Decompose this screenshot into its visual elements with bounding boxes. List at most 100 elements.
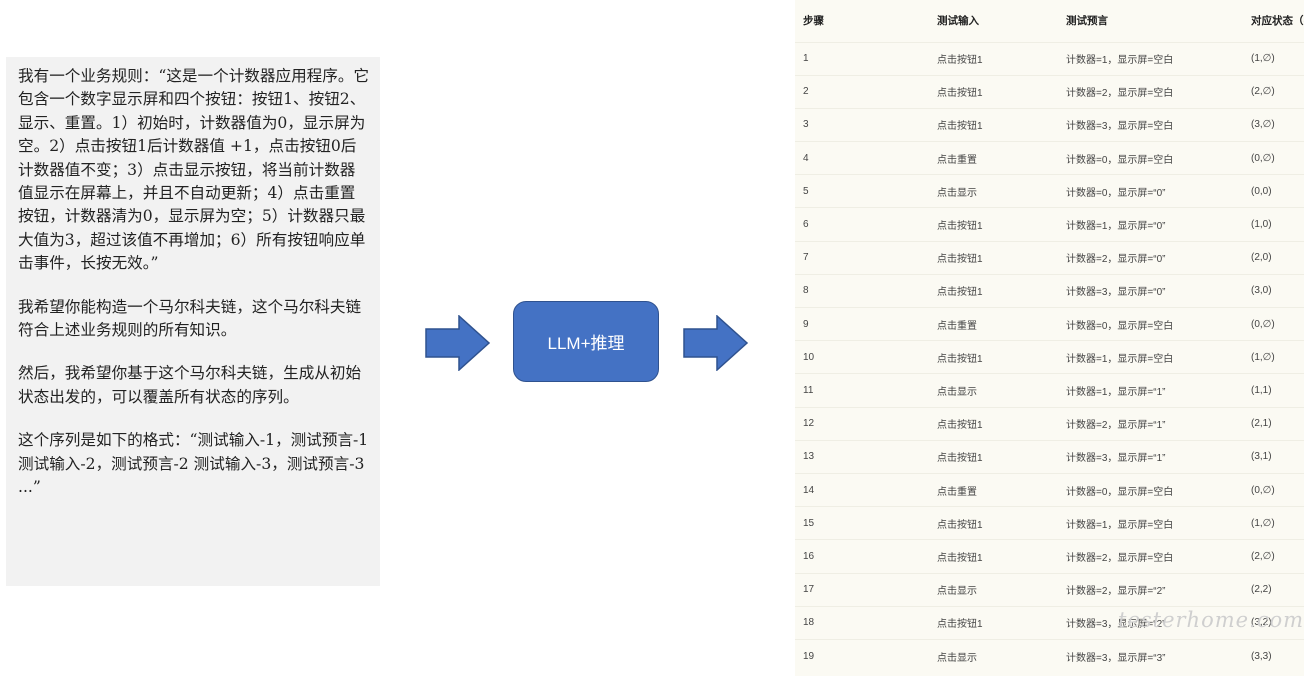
cell-state: (3,1) — [1251, 451, 1272, 463]
cell-test-input: 点击按钮1 — [937, 552, 983, 564]
cell-test-input: 点击按钮1 — [937, 121, 983, 133]
table-row: 6 点击按钮1 计数器=1，显示屏=“0” (1,0) — [795, 207, 1304, 241]
cell-step: 11 — [803, 384, 814, 396]
cell-state: (1,1) — [1251, 384, 1272, 396]
cell-test-input: 点击显示 — [937, 586, 977, 598]
cell-step: 8 — [803, 285, 809, 297]
table-row: 14 点击重置 计数器=0，显示屏=空白 (0,∅) — [795, 473, 1304, 506]
cell-test-oracle: 计数器=2，显示屏=“1” — [1066, 420, 1166, 432]
cell-test-input: 点击按钮1 — [937, 353, 983, 365]
cell-state: (0,∅) — [1251, 318, 1275, 330]
right-arrow-icon — [683, 315, 749, 371]
prompt-paragraph: 然后，我希望你基于这个马尔科夫链，生成从初始状态出发的，可以覆盖所有状态的序列。 — [18, 364, 362, 406]
cell-test-oracle: 计数器=1，显示屏=空白 — [1066, 353, 1174, 365]
cell-step: 14 — [803, 484, 815, 496]
table-row: 17 点击显示 计数器=2，显示屏=“2” (2,2) — [795, 573, 1304, 606]
table-row: 19 点击显示 计数器=3，显示屏=“3” (3,3) — [795, 639, 1304, 672]
cell-test-input: 点击按钮1 — [937, 619, 983, 631]
cell-step: 1 — [803, 53, 809, 65]
cell-step: 16 — [803, 550, 815, 562]
cell-step: 4 — [803, 152, 809, 164]
cell-state: (3,2) — [1251, 617, 1272, 629]
cell-test-input: 点击按钮1 — [937, 221, 983, 233]
cell-step: 12 — [803, 418, 815, 430]
cell-step: 18 — [803, 617, 815, 629]
cell-test-oracle: 计数器=3，显示屏=“3” — [1066, 652, 1166, 664]
table-header-row: 步骤 测试输入 测试预言 对应状态（c — [795, 0, 1304, 42]
cell-test-input: 点击重置 — [937, 486, 977, 498]
cell-state: (0,∅) — [1251, 484, 1275, 496]
cell-test-oracle: 计数器=0，显示屏=空白 — [1066, 486, 1174, 498]
cell-test-input: 点击按钮1 — [937, 254, 983, 266]
cell-test-oracle: 计数器=3，显示屏=“1” — [1066, 453, 1166, 465]
cell-state: (3,∅) — [1251, 119, 1275, 131]
table-row: 7 点击按钮1 计数器=2，显示屏=“0” (2,0) — [795, 241, 1304, 274]
cell-step: 13 — [803, 451, 815, 463]
cell-step: 7 — [803, 252, 809, 264]
cell-step: 17 — [803, 584, 815, 596]
cell-step: 6 — [803, 219, 809, 231]
llm-reasoning-label: LLM+推理 — [547, 334, 625, 353]
cell-state: (3,0) — [1251, 285, 1272, 297]
cell-test-oracle: 计数器=3，显示屏=“0” — [1066, 287, 1166, 299]
cell-step: 9 — [803, 318, 809, 330]
header-step: 步骤 — [803, 15, 824, 28]
llm-reasoning-box: LLM+推理 — [513, 301, 659, 382]
table-row: 15 点击按钮1 计数器=1，显示屏=空白 (1,∅) — [795, 506, 1304, 540]
header-state: 对应状态（c — [1251, 15, 1304, 28]
cell-state: (1,∅) — [1251, 53, 1275, 65]
cell-state: (2,1) — [1251, 418, 1272, 430]
cell-test-input: 点击按钮1 — [937, 287, 983, 299]
cell-test-oracle: 计数器=2，显示屏=“2” — [1066, 586, 1166, 598]
table-row: 8 点击按钮1 计数器=3，显示屏=“0” (3,0) — [795, 274, 1304, 307]
prompt-text-box: 我有一个业务规则：“这是一个计数器应用程序。它包含一个数字显示屏和四个按钮：按钮… — [6, 57, 380, 586]
watermark: testerhome.com — [1118, 608, 1304, 632]
header-test-input: 测试输入 — [937, 15, 979, 28]
cell-test-input: 点击重置 — [937, 320, 977, 332]
prompt-paragraph: 我有一个业务规则：“这是一个计数器应用程序。它包含一个数字显示屏和四个按钮：按钮… — [18, 67, 370, 273]
cell-test-oracle: 计数器=0，显示屏=空白 — [1066, 320, 1174, 332]
cell-state: (1,0) — [1251, 219, 1272, 231]
header-test-oracle: 测试预言 — [1066, 15, 1108, 28]
cell-state: (1,∅) — [1251, 351, 1275, 363]
cell-step: 10 — [803, 351, 815, 363]
cell-test-input: 点击显示 — [937, 652, 977, 664]
cell-state: (2,0) — [1251, 252, 1272, 264]
cell-test-oracle: 计数器=2，显示屏=空白 — [1066, 88, 1174, 100]
cell-state: (1,∅) — [1251, 517, 1275, 529]
cell-test-input: 点击按钮1 — [937, 88, 983, 100]
cell-test-input: 点击显示 — [937, 187, 977, 199]
table-row: 13 点击按钮1 计数器=3，显示屏=“1” (3,1) — [795, 440, 1304, 473]
cell-state: (2,2) — [1251, 584, 1272, 596]
table-row: 18 点击按钮1 计数器=3，显示屏=“2” (3,2) — [795, 606, 1304, 639]
prompt-paragraph: 这个序列是如下的格式：“测试输入-1，测试预言-1 测试输入-2，测试预言-2 … — [18, 431, 369, 497]
right-arrow-icon — [425, 315, 491, 371]
cell-test-oracle: 计数器=1，显示屏=空白 — [1066, 55, 1174, 67]
test-sequence-table: 步骤 测试输入 测试预言 对应状态（c 1 点击按钮1 计数器=1，显示屏=空白 (1… — [795, 0, 1304, 676]
cell-state: (3,3) — [1251, 650, 1272, 662]
cell-step: 3 — [803, 119, 809, 131]
cell-test-input: 点击按钮1 — [937, 453, 983, 465]
cell-test-oracle: 计数器=0，显示屏=“0” — [1066, 187, 1166, 199]
prompt-paragraph: 我希望你能构造一个马尔科夫链，这个马尔科夫链符合上述业务规则的所有知识。 — [18, 297, 362, 340]
cell-test-oracle: 计数器=0，显示屏=空白 — [1066, 154, 1174, 166]
cell-step: 5 — [803, 185, 809, 197]
cell-step: 2 — [803, 86, 809, 98]
cell-state: (2,∅) — [1251, 550, 1275, 562]
cell-test-oracle: 计数器=1，显示屏=空白 — [1066, 519, 1174, 531]
cell-test-oracle: 计数器=3，显示屏=“2” — [1066, 619, 1166, 631]
cell-test-oracle: 计数器=2，显示屏=“0” — [1066, 254, 1166, 266]
cell-step: 19 — [803, 650, 815, 662]
cell-test-input: 点击按钮1 — [937, 519, 983, 531]
cell-test-input: 点击重置 — [937, 154, 977, 166]
cell-test-oracle: 计数器=1，显示屏=“0” — [1066, 221, 1166, 233]
cell-test-oracle: 计数器=1，显示屏=“1” — [1066, 386, 1166, 398]
cell-step: 15 — [803, 517, 815, 529]
cell-state: (0,∅) — [1251, 152, 1275, 164]
cell-state: (2,∅) — [1251, 86, 1275, 98]
cell-test-oracle: 计数器=2，显示屏=空白 — [1066, 552, 1174, 564]
